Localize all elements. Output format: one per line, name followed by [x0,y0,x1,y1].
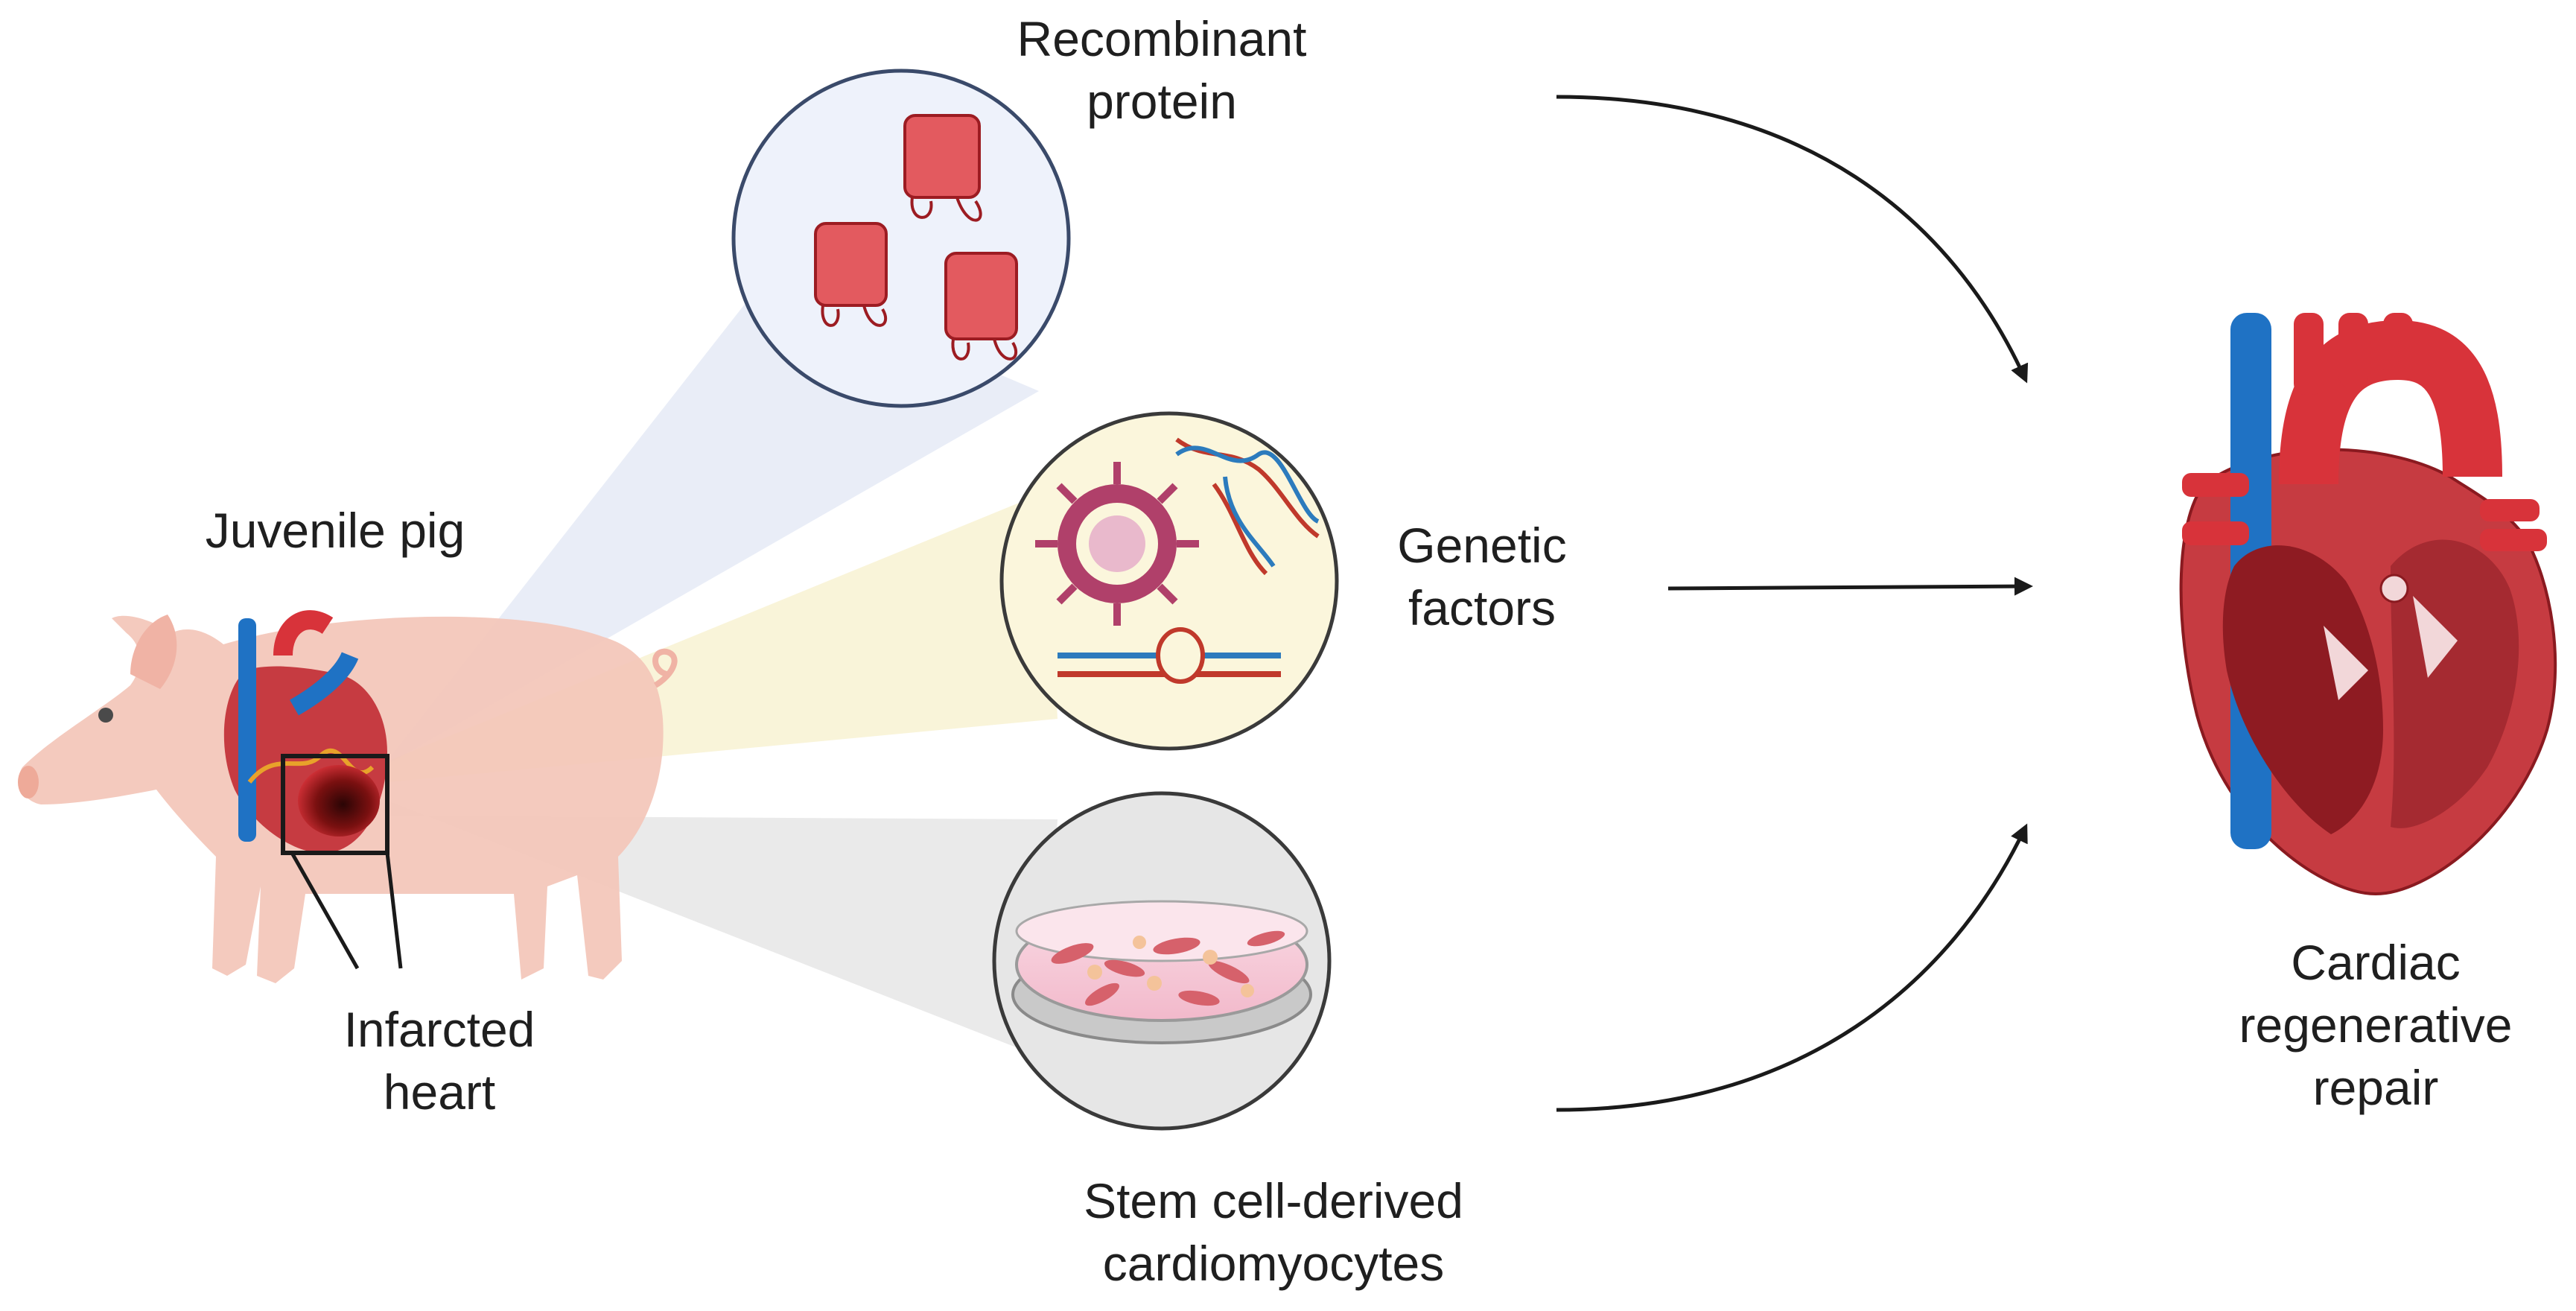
infarct-box [281,754,389,855]
dna-strands-icon [1175,437,1320,576]
cardiomyocyte-cells [1051,930,1285,1006]
infarct-callout [281,754,403,970]
pig-snout [18,766,39,799]
label-juvenile-pig: Juvenile pig [205,503,465,558]
repaired-heart-illustration [2179,313,2557,896]
arrow-stem [1556,823,2028,1112]
infarct-area [298,765,380,837]
arrow-genetic [1667,577,2033,596]
label-recombinant-protein: Recombinant protein [1017,11,1307,129]
petri-dish-icon [1011,900,1312,1044]
pig-eye [98,708,113,723]
arrow-protein [1556,95,2029,384]
genetic-circle [999,411,1339,751]
heart-interior [2222,545,2383,834]
protein-structure-icon [814,114,1018,361]
pig-ear [130,615,177,689]
label-genetic-factors: Genetic factors [1397,518,1567,635]
pig-tail [652,648,678,688]
label-infarcted-heart: Infarcted heart [343,1002,535,1120]
virus-icon [1035,462,1199,626]
label-stem-cell-cardiomyocytes: Stem cell-derived cardiomyocytes [1084,1173,1463,1291]
pig-heart [223,610,387,854]
stem-cell-circle [992,791,1332,1131]
arrows [1556,95,2033,1112]
mrna-hairpin-icon [1058,627,1281,684]
protein-circle [731,69,1071,408]
valve [2324,626,2368,700]
label-cardiac-regenerative-repair: Cardiac regenerative repair [2239,935,2513,1115]
